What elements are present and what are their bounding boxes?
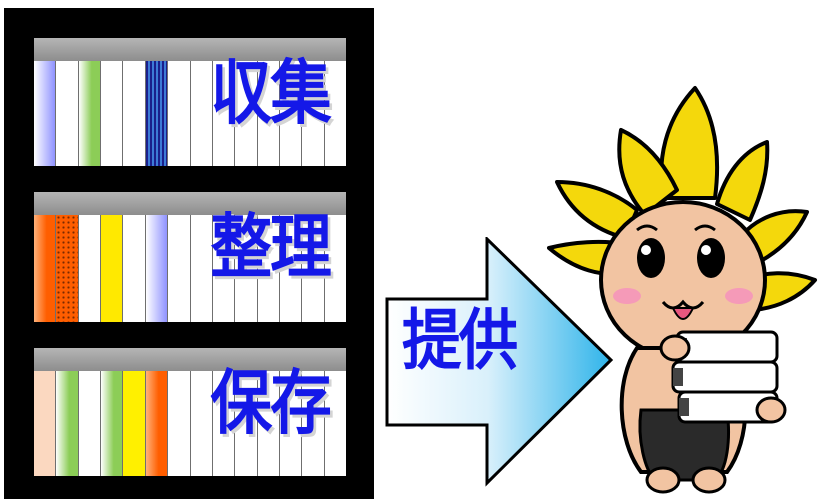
book-spine — [235, 61, 258, 166]
shelf-preserve: 保存 — [34, 348, 346, 476]
book-spine — [212, 61, 236, 166]
book-spine — [212, 371, 236, 476]
bookshelf-cabinet: 収集 整理 保存 — [4, 8, 374, 499]
shelf-top-board — [34, 348, 346, 371]
book-spine — [279, 61, 303, 166]
book-spine — [190, 61, 213, 166]
book-spine — [101, 61, 124, 166]
shelf-top-board — [34, 38, 346, 61]
book-spine — [78, 215, 102, 322]
book-mascot-icon — [547, 86, 817, 494]
book-spine — [34, 215, 57, 322]
label-provide: 提供 — [402, 302, 518, 379]
book-spine — [235, 215, 258, 322]
book-spine — [123, 371, 146, 476]
book-spine — [190, 215, 213, 322]
book-spine — [56, 61, 79, 166]
book-spine — [212, 215, 236, 322]
book-spine — [168, 371, 191, 476]
shelf-organize: 整理 — [34, 192, 346, 322]
label-preserve: 保存 — [210, 362, 331, 444]
book-spine — [78, 61, 102, 166]
book-spine — [302, 61, 325, 166]
book-spine — [145, 215, 169, 322]
label-organize: 整理 — [210, 206, 331, 288]
book-spine — [101, 371, 124, 476]
book-spine — [279, 371, 303, 476]
book-spine — [302, 215, 325, 322]
book-spine — [34, 61, 57, 166]
book-spine — [324, 215, 346, 322]
book-spine — [34, 371, 57, 476]
book-row — [34, 61, 346, 166]
book-spine — [190, 371, 213, 476]
book-spine — [235, 371, 258, 476]
book-spine — [324, 61, 346, 166]
book-spine — [56, 215, 79, 322]
book-row — [34, 215, 346, 322]
book-spine — [56, 371, 79, 476]
book-row — [34, 371, 346, 476]
book-spine — [123, 61, 146, 166]
shelf-collect: 収集 — [34, 38, 346, 166]
book-spine — [145, 61, 169, 166]
book-spine — [257, 215, 280, 322]
book-spine — [279, 215, 303, 322]
book-spine — [78, 371, 102, 476]
provide-arrow-icon — [385, 237, 614, 487]
book-spine — [101, 215, 124, 322]
book-spine — [257, 61, 280, 166]
book-spine — [168, 61, 191, 166]
book-spine — [257, 371, 280, 476]
book-spine — [168, 215, 191, 322]
book-spine — [302, 371, 325, 476]
book-spine — [145, 371, 169, 476]
book-spine — [123, 215, 146, 322]
book-spine — [324, 371, 346, 476]
label-collect: 収集 — [210, 52, 331, 134]
shelf-top-board — [34, 192, 346, 215]
